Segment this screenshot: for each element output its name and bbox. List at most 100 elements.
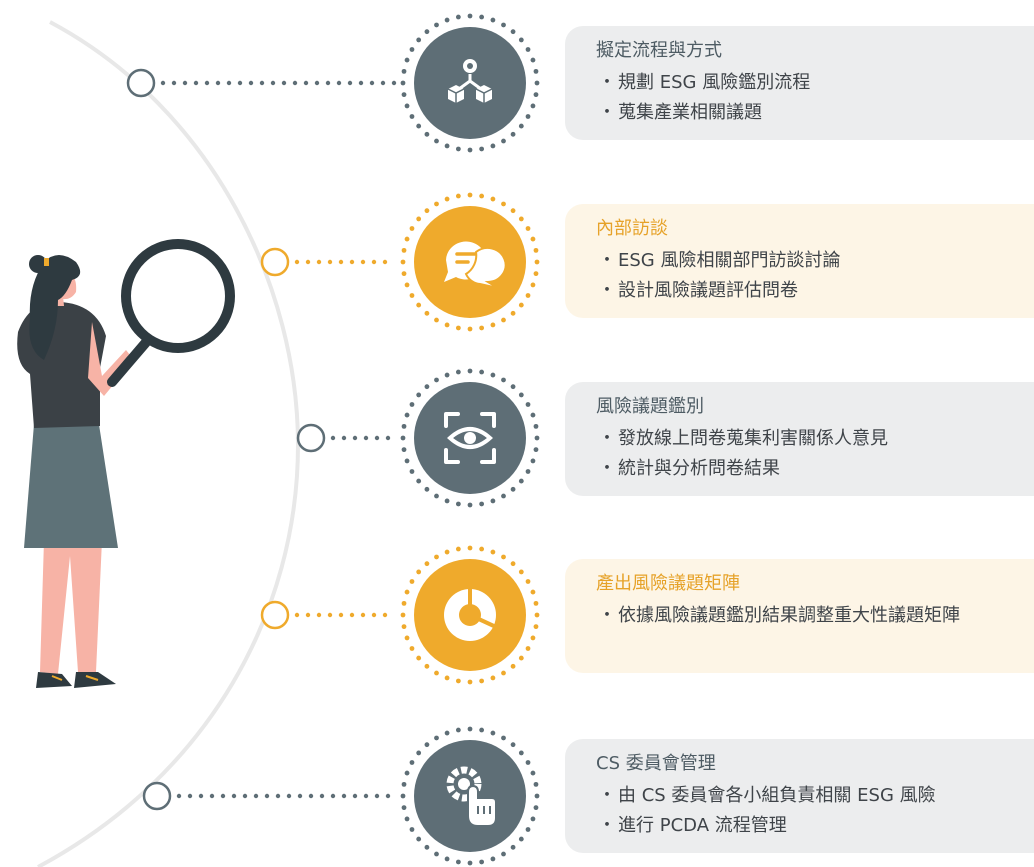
step-bullet: ・蒐集產業相關議題 <box>596 98 1014 128</box>
ring-dot <box>409 646 415 651</box>
connector-dot <box>193 80 199 86</box>
connector-dot <box>270 80 276 86</box>
ring-dot <box>479 859 485 865</box>
connector-dot <box>385 435 391 441</box>
bullet-text: ESG 風險相關部門訪談討論 <box>618 250 841 271</box>
woman-arm <box>88 322 134 396</box>
connector-dot <box>294 612 300 618</box>
ring-dot <box>455 369 461 375</box>
connector-dot <box>385 793 391 799</box>
step-badge <box>400 545 540 685</box>
connector-dot <box>182 80 188 86</box>
ring-dot <box>401 271 407 277</box>
ring-dot <box>510 384 516 390</box>
connector-dot <box>264 793 270 799</box>
ring-dot <box>510 310 516 316</box>
connector-dot <box>303 80 309 86</box>
woman-hair <box>29 255 81 360</box>
ring-dot <box>479 546 485 552</box>
ring-dot <box>525 402 531 407</box>
ring-dot <box>434 670 439 676</box>
ring-dot <box>416 836 422 842</box>
ring-dot <box>501 493 506 499</box>
ring-dot <box>409 402 415 407</box>
step-bullet: ・依據風險議題鑑別結果調整重大性議題矩陣 <box>596 601 1014 631</box>
ring-dot <box>490 372 496 378</box>
cubes-network-icon <box>447 59 493 103</box>
connector-dot <box>382 259 388 265</box>
connector-dots <box>294 612 388 618</box>
connector-dot <box>358 80 364 86</box>
ring-dot <box>479 369 485 375</box>
bullet-glyph: ・ <box>598 428 616 449</box>
ring-dot <box>533 68 539 74</box>
ring-dot <box>510 561 516 567</box>
step-badge <box>400 192 540 332</box>
donut-chart-icon <box>444 587 497 641</box>
ring-dot <box>534 259 540 265</box>
connector-dot <box>220 793 226 799</box>
ring-dot <box>409 226 415 231</box>
ring-dot <box>534 793 540 799</box>
connector-dot <box>316 259 322 265</box>
ring-dot <box>444 730 450 736</box>
ring-dot <box>518 216 524 222</box>
connector-dot <box>382 612 388 618</box>
ring-dot <box>401 68 407 74</box>
connector-dot <box>297 793 303 799</box>
ring-dot <box>444 17 450 23</box>
ring-dot <box>525 469 531 474</box>
ring-dot <box>479 678 485 684</box>
ring-dot <box>533 805 539 811</box>
badge-dotted-ring <box>400 545 540 685</box>
connector-dot <box>171 80 177 86</box>
ring-dot <box>479 14 485 20</box>
ring-dot <box>530 816 536 822</box>
ring-dot <box>530 236 536 242</box>
ring-dot <box>530 57 536 63</box>
ring-dot <box>501 851 506 857</box>
step-bullet: ・發放線上問卷蒐集利害關係人意見 <box>596 424 1014 454</box>
ring-dot <box>404 103 410 109</box>
ring-dot <box>416 216 422 222</box>
ring-dot <box>416 750 422 756</box>
connector-dot <box>363 435 369 441</box>
ring-dot <box>518 37 524 43</box>
connector-dot <box>330 793 336 799</box>
connector-dot <box>363 793 369 799</box>
ring-dot <box>400 80 406 86</box>
ring-dot <box>416 123 422 129</box>
ring-dot <box>490 322 496 328</box>
step-card: 風險議題鑑別・發放線上問卷蒐集利害關係人意見・統計與分析問卷結果 <box>565 382 1034 496</box>
ring-dot <box>530 412 536 418</box>
step-bullet: ・進行 PCDA 流程管理 <box>596 811 1014 841</box>
connector-dot <box>308 793 314 799</box>
bullet-text: 統計與分析問卷結果 <box>618 458 780 479</box>
connectors <box>126 68 397 811</box>
ring-dot <box>400 259 406 265</box>
ring-dot <box>533 624 539 630</box>
connector-dot <box>374 793 380 799</box>
ring-dot <box>416 478 422 484</box>
ring-dot <box>510 29 516 35</box>
ring-dot <box>401 600 407 606</box>
step-badge <box>400 368 540 508</box>
ring-dot <box>424 486 430 492</box>
ring-dot <box>455 727 461 733</box>
connector-dot <box>187 793 193 799</box>
ring-dot <box>416 37 422 43</box>
step-bullet: ・ESG 風險相關部門訪談討論 <box>596 246 1014 276</box>
ring-dot <box>401 247 407 253</box>
ring-dot <box>424 663 430 669</box>
ring-dot <box>434 22 439 28</box>
ring-dot <box>479 146 485 152</box>
ring-dot <box>518 655 524 661</box>
connector-dot <box>349 612 355 618</box>
step-badge <box>400 13 540 153</box>
ring-dot <box>400 435 406 441</box>
ring-dot <box>510 742 516 748</box>
connector-dot <box>294 259 300 265</box>
bullet-glyph: ・ <box>598 605 616 626</box>
woman-magnifier-illustration <box>17 239 235 688</box>
ring-dot <box>533 271 539 277</box>
